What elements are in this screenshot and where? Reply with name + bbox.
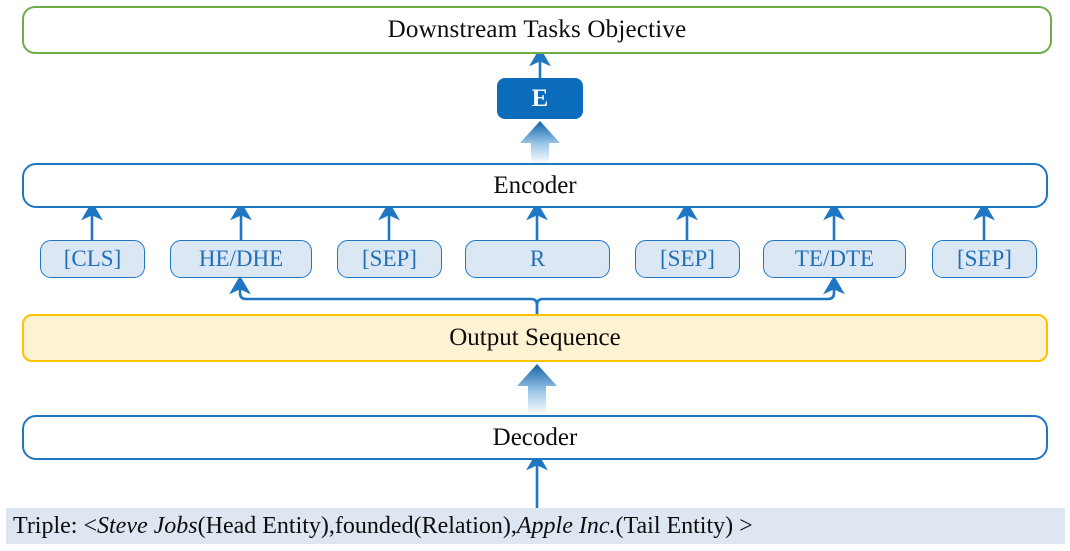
arrow-token-to-encoder-group: [81, 201, 995, 240]
token-cls-1[interactable]: [CLS]: [40, 240, 145, 278]
output-sequence-box[interactable]: Output Sequence: [22, 314, 1048, 362]
token-sep-3[interactable]: [SEP]: [932, 240, 1037, 278]
embedding-node[interactable]: E: [497, 78, 583, 119]
downstream-tasks-objective-box[interactable]: Downstream Tasks Objective: [22, 6, 1052, 54]
triple-prefix: Triple: <: [13, 512, 97, 539]
triple-relation-role: (Relation),: [413, 512, 517, 539]
token-sep-2[interactable]: [SEP]: [635, 240, 740, 278]
triple-head-role: (Head Entity),: [197, 512, 335, 539]
triple-relation: founded: [334, 512, 414, 539]
arrow-output-to-entity-tokens: [229, 275, 845, 314]
triple-input-band: Triple: <Steve Jobs (Head Entity), found…: [6, 508, 1065, 544]
arrow-decoder-to-output: [517, 364, 557, 414]
token-relation[interactable]: R: [465, 240, 610, 278]
triple-tail-entity: Apple Inc.: [516, 512, 616, 539]
token-sep-1[interactable]: [SEP]: [337, 240, 442, 278]
arrow-encoder-to-embedding: [520, 121, 560, 163]
triple-head-entity: Steve Jobs: [97, 512, 198, 539]
decoder-box[interactable]: Decoder: [22, 415, 1048, 460]
token-te-dte[interactable]: TE/DTE: [763, 240, 906, 278]
encoder-box[interactable]: Encoder: [22, 163, 1048, 208]
triple-tail-role: (Tail Entity) >: [615, 512, 753, 539]
token-he-dhe[interactable]: HE/DHE: [170, 240, 312, 278]
